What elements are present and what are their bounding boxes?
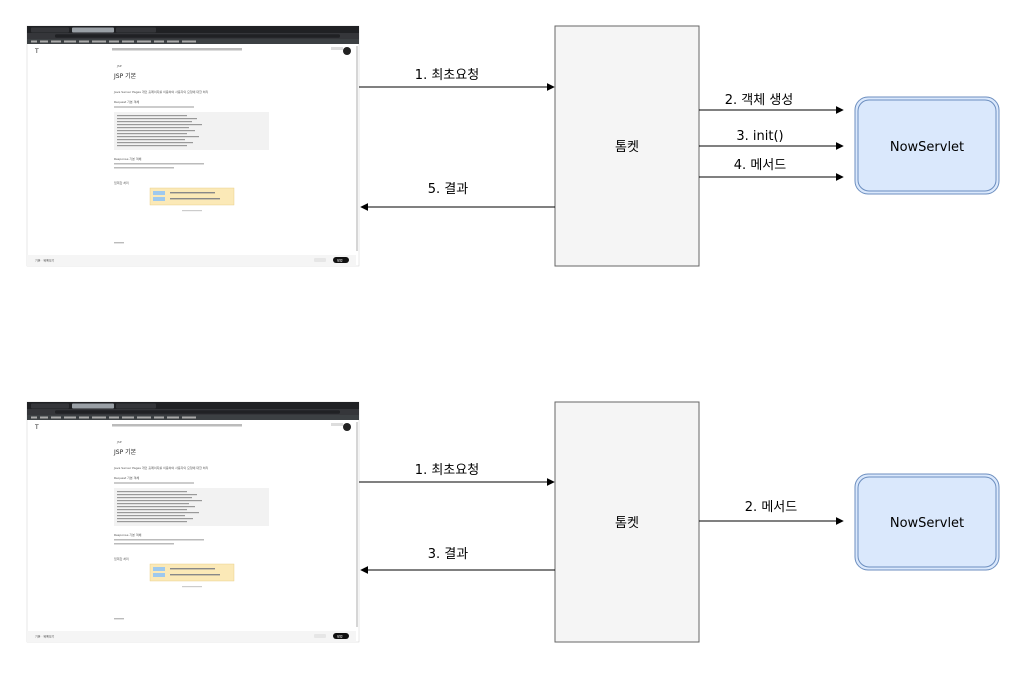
highlight-table bbox=[149, 187, 235, 206]
section-request: Request 기본 객체 bbox=[114, 475, 139, 480]
servlet-box bbox=[854, 473, 1000, 571]
tomcat-box bbox=[554, 25, 700, 267]
scrollbar[interactable] bbox=[356, 422, 358, 627]
tomcat-label: 톰켓 bbox=[615, 516, 639, 531]
section-response: Response 기본 객체 bbox=[114, 532, 142, 537]
tomcat-label: 톰켓 bbox=[615, 140, 639, 155]
blog-logo: T bbox=[34, 424, 39, 431]
page-title: JSP 기본 bbox=[113, 72, 137, 80]
browser-tabbar bbox=[27, 26, 359, 33]
publish-button[interactable] bbox=[333, 633, 349, 639]
arrow-request-label: 1. 최초요청 bbox=[415, 463, 479, 478]
servlet-label: NowServlet bbox=[890, 516, 964, 531]
avatar[interactable] bbox=[343, 47, 351, 55]
servlet-label: NowServlet bbox=[890, 140, 964, 155]
page-intro: Java Server Pages 개인 홈페이지를 이용하여 사용자의 요청에… bbox=[113, 465, 209, 470]
publish-button-label: 발행 bbox=[337, 633, 343, 638]
avatar[interactable] bbox=[343, 423, 351, 431]
browser-tabbar bbox=[27, 402, 359, 409]
arrow-init-label: 3. init() bbox=[736, 129, 783, 144]
section-request: Request 기본 객체 bbox=[114, 99, 139, 104]
arrow-request-label: 1. 최초요청 bbox=[415, 68, 479, 83]
tomcat-box bbox=[554, 401, 700, 643]
editor-footer bbox=[27, 255, 356, 266]
arrow-method-label: 4. 메서드 bbox=[734, 158, 786, 173]
breadcrumb: JSP bbox=[116, 440, 122, 444]
browser-screenshot-2: T JSP JSP 기본 Java Server Pages 개인 홈페이지를 … bbox=[26, 401, 360, 643]
publish-button-label: 발행 bbox=[337, 257, 343, 262]
servlet-box bbox=[854, 96, 1000, 195]
publish-button[interactable] bbox=[333, 257, 349, 263]
arrow-result-label: 3. 결과 bbox=[428, 547, 468, 562]
diagram-1: T JSP JSP 기본 Java Server Pages 개인 홈페이지를 … bbox=[26, 25, 1000, 267]
page-intro: Java Server Pages 개인 홈페이지를 이용하여 사용자의 요청에… bbox=[113, 89, 209, 94]
breadcrumb: JSP bbox=[116, 64, 122, 68]
arrow-method-label: 2. 메서드 bbox=[745, 500, 797, 515]
section-response: Response 기본 객체 bbox=[114, 156, 142, 161]
section-other: 입력값 처리 bbox=[114, 180, 129, 185]
arrow-create-label: 2. 객체 생성 bbox=[725, 93, 794, 108]
highlight-table bbox=[149, 563, 235, 582]
browser-screenshot-1: T JSP JSP 기본 Java Server Pages 개인 홈페이지를 … bbox=[26, 25, 360, 267]
diagram-2: T JSP JSP 기본 Java Server Pages 개인 홈페이지를 … bbox=[26, 401, 1000, 643]
arrow-result-label: 5. 결과 bbox=[428, 182, 468, 197]
footer-left: 기본 · 목록보기 bbox=[35, 634, 55, 639]
footer-left: 기본 · 목록보기 bbox=[35, 258, 55, 263]
page-title: JSP 기본 bbox=[113, 448, 137, 456]
scrollbar[interactable] bbox=[356, 46, 358, 251]
section-other: 입력값 처리 bbox=[114, 556, 129, 561]
editor-footer bbox=[27, 631, 356, 642]
blog-logo: T bbox=[34, 48, 39, 55]
